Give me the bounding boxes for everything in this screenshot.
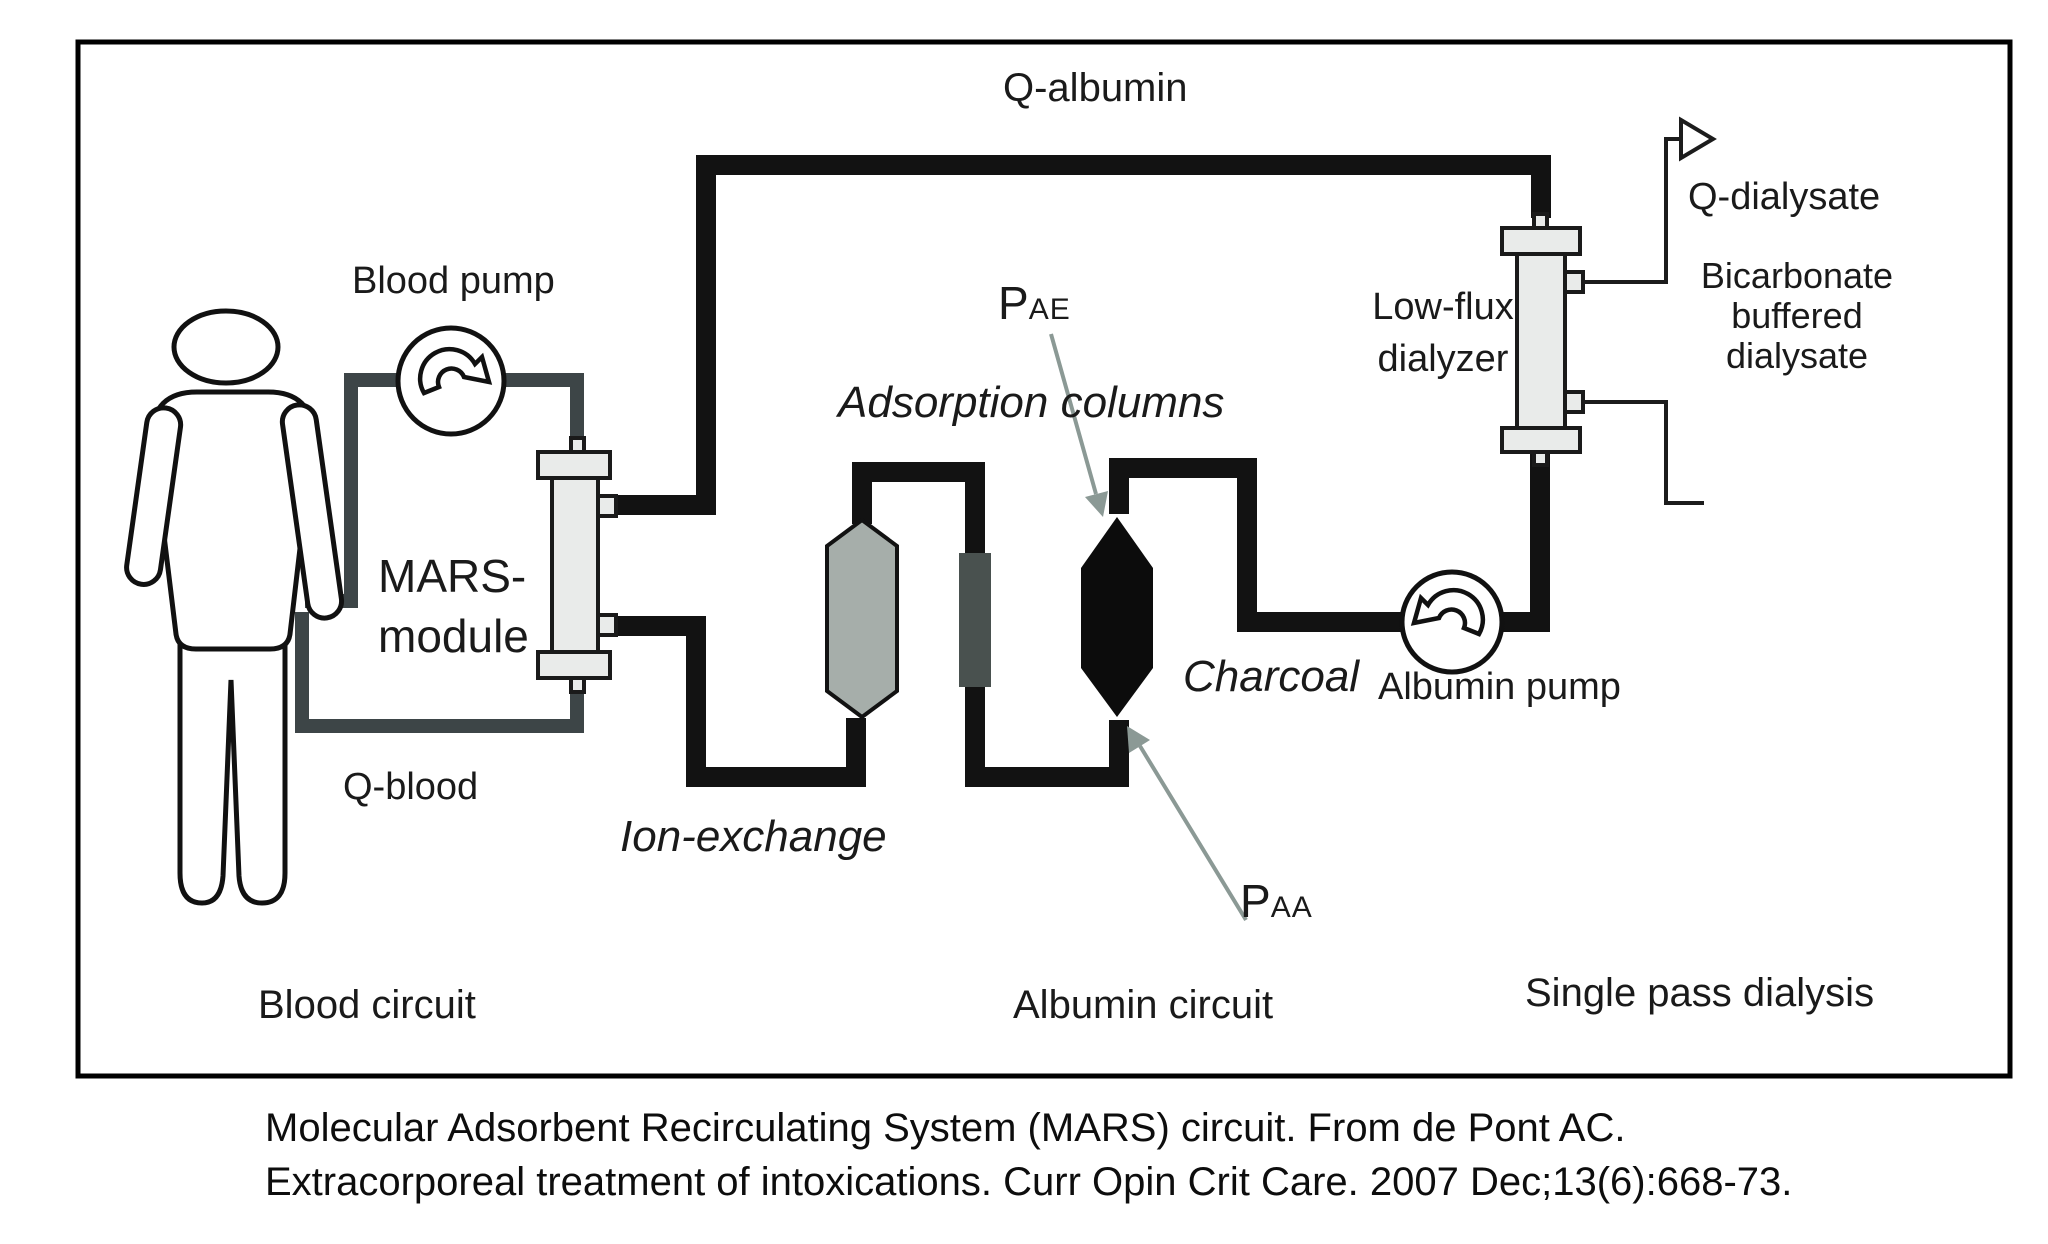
albumin-pump-symbol <box>1399 569 1505 675</box>
rotation-arrow-icon <box>417 346 493 396</box>
dialyzer-top-cap <box>1500 226 1582 256</box>
blood-pump-symbol <box>395 325 507 437</box>
pae-main-text: P <box>998 277 1029 329</box>
blood-circuit-label: Blood circuit <box>258 983 476 1027</box>
ion-exchange-to-column-line <box>852 462 985 560</box>
patient-head <box>171 308 281 386</box>
paa-sub-text: AA <box>1270 891 1313 924</box>
paa-main-text: P <box>1240 875 1271 927</box>
albumin-circuit-lines <box>615 155 1551 787</box>
q-blood-label: Q-blood <box>343 766 479 808</box>
mars-bottom-nipple <box>569 676 586 694</box>
albumin-pump-label: Albumin pump <box>1378 666 1621 708</box>
paa-pressure-label: PAA <box>1240 874 1313 928</box>
dialyzer-bottom-nipple <box>1532 450 1549 467</box>
pae-sub-text: AE <box>1028 293 1071 326</box>
dialyzer-lower-port <box>1563 390 1585 414</box>
paa-arrowhead-icon <box>1127 726 1150 753</box>
rotation-arrow-icon <box>1410 587 1486 637</box>
albumin-pump-circle <box>1399 569 1505 675</box>
albumin-circuit-label: Albumin circuit <box>1013 983 1274 1027</box>
dialyzer-top-nipple <box>1532 212 1549 230</box>
middle-adsorption-column <box>959 553 991 687</box>
blood-return-line <box>295 612 584 733</box>
mars-bottom-cap <box>536 650 612 680</box>
patient-legs <box>177 638 288 906</box>
ion-exchange-label: Ion-exchange <box>620 812 887 861</box>
mars-body <box>550 476 600 654</box>
pae-arrowhead-icon <box>1085 491 1108 517</box>
dialysate-out-line <box>1583 137 1680 284</box>
charcoal-to-dialyzer-line <box>1109 454 1550 632</box>
q-dialysate-label: Q-dialysate <box>1688 176 1881 218</box>
low-flux-label-line1: Low-flux <box>1372 286 1514 328</box>
caption-line-2: Extracorporeal treatment of intoxication… <box>265 1160 1793 1204</box>
mars-module-label-line1: MARS- <box>378 550 527 602</box>
q-albumin-label: Q-albumin <box>1003 66 1188 110</box>
diagram-border <box>75 39 2013 1079</box>
single-pass-dialysis-label: Single pass dialysis <box>1525 971 1875 1015</box>
ion-exchange-column <box>825 517 899 720</box>
caption-line-1: Molecular Adsorbent Recirculating System… <box>265 1106 1626 1150</box>
dialyzer-upper-port <box>1563 270 1585 294</box>
patient-right-arm <box>279 402 345 621</box>
mars-top-nipple <box>569 436 586 454</box>
mars-top-cap <box>536 450 612 480</box>
patient-left-arm <box>124 405 184 587</box>
adsorption-columns-label: Adsorption columns <box>838 378 1225 427</box>
pressure-annotation-arrows <box>1049 333 1248 922</box>
blood-pump-circle <box>395 325 507 437</box>
low-flux-dialyzer <box>1500 212 1585 467</box>
mars-module-label-line2: module <box>378 610 529 662</box>
column-to-charcoal-line <box>965 684 1129 787</box>
dialyzer-bottom-cap <box>1500 426 1582 454</box>
bicarbonate-label-line2: buffered <box>1731 295 1863 336</box>
mars-upper-port <box>596 494 618 518</box>
low-flux-label-line2: dialyzer <box>1377 338 1509 380</box>
charcoal-column <box>1081 517 1153 717</box>
mars-module <box>536 436 618 694</box>
paa-arrow-line <box>1138 744 1248 922</box>
bicarbonate-label-line1: Bicarbonate <box>1700 255 1894 296</box>
patient-figure <box>124 308 345 906</box>
charcoal-label: Charcoal <box>1183 652 1360 701</box>
mars-to-ion-exchange-line <box>615 616 866 787</box>
dialysate-in-line <box>1583 400 1704 505</box>
pae-arrow-line <box>1049 333 1098 495</box>
q-dialysate-arrow-icon <box>1679 116 1717 162</box>
pae-pressure-label: PAE <box>998 276 1071 330</box>
blood-pump-label: Blood pump <box>352 260 555 302</box>
q-albumin-line <box>615 155 1551 515</box>
dialysate-lines <box>1583 137 1704 505</box>
mars-lower-port <box>596 613 618 637</box>
bicarbonate-label-line3: dialysate <box>1725 335 1869 376</box>
